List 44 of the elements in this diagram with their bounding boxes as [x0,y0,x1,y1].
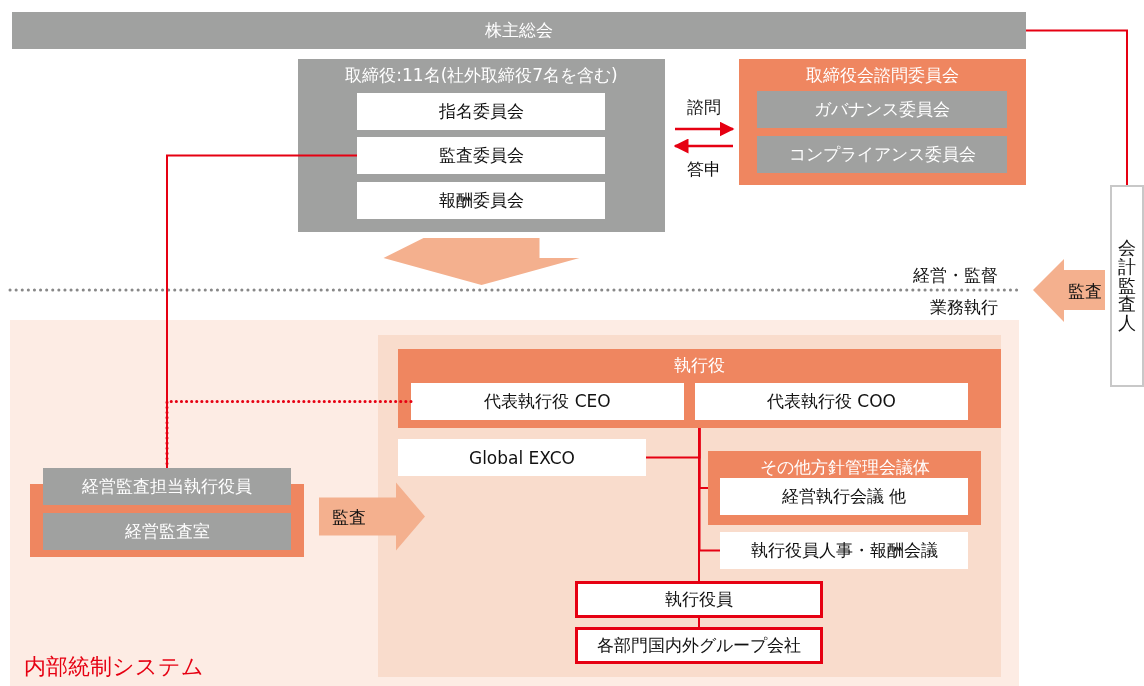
committee-box: コンプライアンス委員会 [757,136,1007,173]
committee-box: Global EXCO [398,439,646,476]
heading: その他方針管理会議体 [758,456,931,479]
arrow [673,138,733,154]
committee-box: 執行役員人事・報酬会議 [720,532,968,569]
connector-line [698,427,700,582]
committee-box: 経営監査担当執行役員 [43,468,291,505]
committee-box: 経営監査室 [43,513,291,550]
audit-group-box [30,468,304,557]
committee-box: 報酬委員会 [357,182,605,219]
executive-box: 各部門国内外グループ会社 [575,627,823,664]
execution-area [378,335,1001,677]
meeting-bar: 株主総会 [12,12,1026,49]
group-box [739,59,1026,185]
block-arrow [383,238,580,285]
edge-label: 監査 [1067,280,1102,303]
block-arrow [319,482,425,551]
heading: 取締役:11名(社外取締役7名を含む) [344,64,619,87]
heading: 内部統制システム [24,653,204,681]
section-label: 経営・監督 [913,264,998,287]
arrow [675,121,735,137]
block-arrow [1033,259,1105,322]
edge-label: 諮問 [687,96,721,119]
connector-line [698,617,700,628]
heading: 取締役会諮問委員会 [805,64,960,87]
system-band [10,320,1019,686]
connector-line [166,154,358,469]
committee-box: 監査委員会 [357,137,605,174]
section-label: 業務執行 [930,296,998,319]
auditor-box: 会計監査人 [1110,185,1144,387]
connector-line [698,427,721,552]
committee-box: 代表執行役 CEO [411,383,684,420]
board-box [298,59,665,232]
edge-label: 答申 [687,158,721,181]
committee-box: ガバナンス委員会 [757,91,1007,128]
committee-box: 指名委員会 [357,93,605,130]
group-box [398,349,1001,428]
edge-label: 監査 [332,505,366,529]
executive-box: 執行役員 [575,581,823,618]
committee-box: 経営執行会議 他 [720,478,968,515]
committee-box: 代表執行役 COO [695,383,968,420]
connector-line [1025,29,1128,186]
group-box [708,451,981,525]
heading: 執行役 [673,354,726,377]
